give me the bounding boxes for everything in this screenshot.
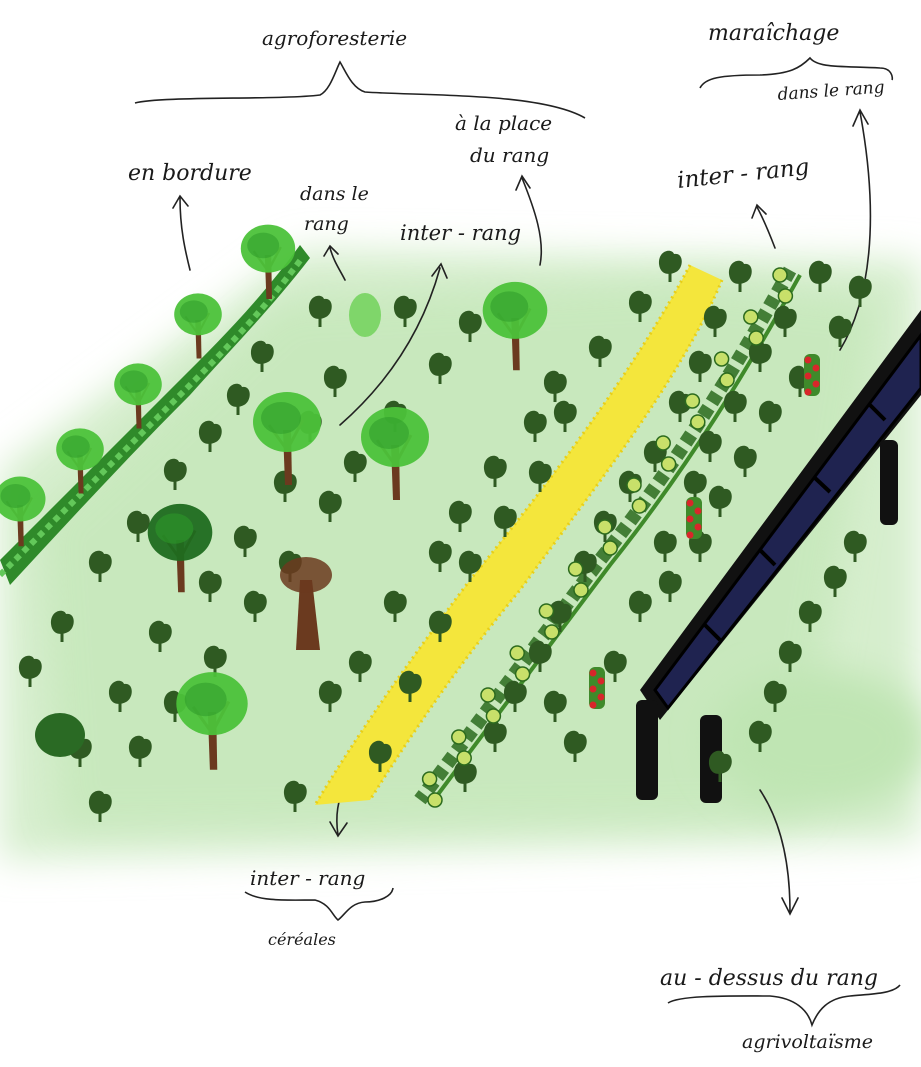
melon xyxy=(691,415,705,429)
melon xyxy=(778,289,792,303)
tomato xyxy=(687,532,694,539)
label-au-dessus-du-rang: au - dessus du rang xyxy=(660,966,878,991)
brace-cereales xyxy=(245,888,393,920)
tomato xyxy=(805,373,812,380)
label-maraichage: maraîchage xyxy=(708,21,839,46)
melon xyxy=(715,352,729,366)
label-en-bordure: en bordure xyxy=(128,161,252,186)
panel-leg xyxy=(636,700,658,800)
melon xyxy=(481,688,495,702)
label-inter-rang: inter - rang xyxy=(400,221,521,245)
melon xyxy=(539,604,553,618)
tomato xyxy=(598,694,605,701)
melon xyxy=(656,436,670,450)
melon xyxy=(685,394,699,408)
label-agroforesterie: agroforesterie xyxy=(262,26,407,50)
tree-canopy-shade xyxy=(120,370,148,392)
tomato xyxy=(598,678,605,685)
melon xyxy=(603,541,617,555)
tree-canopy-shade xyxy=(490,291,528,321)
label-inter-rang-maraichage: inter - rang xyxy=(676,154,811,194)
tomato xyxy=(590,686,597,693)
tree-canopy-shade xyxy=(155,513,193,543)
label-a-la-place-line1: à la place xyxy=(455,111,552,135)
melon xyxy=(749,331,763,345)
melon xyxy=(428,793,442,807)
tomato xyxy=(590,702,597,709)
tree-canopy-shade xyxy=(261,402,301,434)
melon xyxy=(516,667,530,681)
label-agrivoltaisme: agrivoltaïsme xyxy=(742,1031,873,1053)
arrow-inter-rang-maraichage xyxy=(752,205,775,248)
tomato xyxy=(590,670,597,677)
label-dans-le-rang-line2: rang xyxy=(304,213,349,235)
tomato xyxy=(805,357,812,364)
melon xyxy=(773,268,787,282)
tomato xyxy=(805,389,812,396)
melon xyxy=(486,709,500,723)
tree-canopy-shade xyxy=(62,435,90,457)
melon xyxy=(632,499,646,513)
tomato xyxy=(687,500,694,507)
tomato xyxy=(695,524,702,531)
melon xyxy=(662,457,676,471)
label-cereales: céréales xyxy=(268,930,336,949)
melon xyxy=(545,625,559,639)
brace-agrivoltaisme xyxy=(668,985,900,1025)
melon xyxy=(452,730,466,744)
melon xyxy=(569,562,583,576)
tree-canopy-shade xyxy=(369,417,409,449)
tree-canopy-shade xyxy=(247,233,279,259)
tomato xyxy=(687,516,694,523)
label-inter-rang-cereales: inter - rang xyxy=(250,866,365,890)
label-a-la-place-line2: du rang xyxy=(470,143,549,167)
melon xyxy=(598,520,612,534)
brace-agroforesterie xyxy=(135,62,585,118)
melon xyxy=(720,373,734,387)
tomato xyxy=(813,381,820,388)
label-dans-le-rang-line1: dans le xyxy=(300,183,369,205)
tree-canopy-shade xyxy=(1,484,31,508)
round-shrub xyxy=(35,713,85,757)
label-dans-le-rang-maraichage: dans le rang xyxy=(777,78,885,105)
arrow-en-bordure xyxy=(173,196,190,270)
tree-canopy-shade xyxy=(185,683,227,717)
melon xyxy=(510,646,524,660)
tree-canopy-shade xyxy=(180,300,208,322)
label-dans-le-rang: dans le rang xyxy=(300,183,375,235)
shrub xyxy=(349,293,381,337)
melon xyxy=(744,310,758,324)
tomato xyxy=(695,508,702,515)
tomato xyxy=(813,365,820,372)
pollard-head xyxy=(280,557,332,593)
label-a-la-place: à la place du rang xyxy=(455,111,558,167)
panel-leg xyxy=(880,440,898,525)
melon xyxy=(574,583,588,597)
melon xyxy=(457,751,471,765)
melon xyxy=(627,478,641,492)
melon xyxy=(423,772,437,786)
